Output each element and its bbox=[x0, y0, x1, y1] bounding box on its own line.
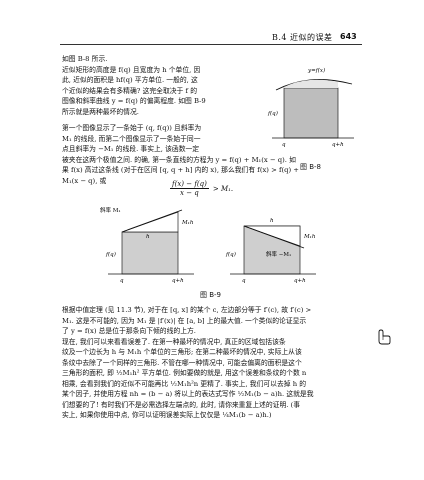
text-line: M₁. 这是不可能的, 因为 M₁ 是 |f′(x)| 在 [a, b] 上的最… bbox=[62, 316, 307, 325]
page-header: B.4 近似的误差 643 bbox=[0, 32, 424, 46]
slope-line bbox=[121, 209, 183, 233]
paragraph-3: 根据中值定理 (见 11.3 节), 对于在 [q, x] 的某个 c, 左边部… bbox=[62, 305, 314, 421]
text-line: 相乘, 会看到我们的近似不可能再比 ½M₁h²n 更精了. 事实上, 我们可以去… bbox=[62, 379, 307, 388]
text-line: 实上, 如果你使用中点, 你可以证明误差实际上仅仅是 ¼M₁(b − a)h.) bbox=[62, 411, 272, 419]
mh-label: M₁h bbox=[303, 234, 316, 240]
text-line: M₁(x − q), 或 bbox=[62, 176, 107, 185]
formula-numerator: f(x) − f(q) bbox=[170, 180, 209, 189]
h-label: h bbox=[270, 218, 274, 224]
figure-b8-caption: 图 B-8 bbox=[300, 163, 322, 171]
text-line: 此, 近似的面积是 hf(q) 平方单位. 一般的, 这 bbox=[62, 76, 198, 84]
running-title: B.4 近似的误差 bbox=[272, 33, 333, 42]
figure-b9-left: 斜率 M₁ h M₁h f(q) q q+h bbox=[100, 206, 194, 284]
tick-q-plus-h: q+h bbox=[294, 278, 306, 284]
tick-q: q bbox=[282, 142, 286, 148]
slope-line bbox=[243, 225, 305, 249]
hand-pointer-icon bbox=[378, 329, 391, 345]
text-line: 图像和斜率曲线 y = f(q) 的偏离程度. 如图 B-9 bbox=[62, 97, 206, 105]
text-line: 了 y = f(x) 总是位于那条向下倾的线的上方. bbox=[62, 327, 196, 335]
tick-q-plus-h: q+h bbox=[172, 278, 184, 284]
text-line: 条纹中去除了一个同样的三角形. 不管在哪一种情况中, 可能会偏离的面积是这个 bbox=[62, 358, 302, 367]
paragraph-1: 如图 B-8 所示. 近似矩形的高度是 f(q) 且宽度为 h 个单位, 因 此… bbox=[62, 54, 206, 117]
curve-label: y=f(x) bbox=[307, 67, 325, 74]
slope-label: 斜率 M₁ bbox=[100, 206, 121, 214]
height-label: f(q) bbox=[105, 251, 116, 258]
text-line: 第一个图像显示了一条始于 (q, f(q)) 且斜率为 bbox=[62, 124, 202, 132]
tick-q: q bbox=[120, 278, 124, 284]
height-label: f(q) bbox=[267, 110, 278, 117]
text-line: 点且斜率为 −M₁ 的线段. 事实上, 该函数一定 bbox=[62, 145, 200, 153]
h-label: h bbox=[146, 234, 150, 240]
text-line: 所示就是两种最坏的情况. bbox=[62, 107, 139, 116]
tick-q-plus-h: q+h bbox=[332, 142, 344, 148]
slope-label: 斜率 −M₁ bbox=[266, 250, 291, 258]
paragraph-2: 第一个图像显示了一条始于 (q, f(q)) 且斜率为 M₁ 的线段, 而第二个… bbox=[62, 123, 299, 186]
inequality-formula: f(x) − f(q) x − q > M₁. bbox=[170, 180, 233, 197]
header-rule bbox=[60, 44, 362, 45]
text-line: 纹及一个边长为 h 与 M₁h 个单位的三角形; 在第二种最坏的情况中, 实际上… bbox=[62, 348, 302, 356]
mh-label: M₁h bbox=[181, 220, 194, 226]
text-line: 三角形的面积, 即 ½M₁h² 平方单位. 例如要做的就是, 用这个误差和条纹的… bbox=[62, 369, 307, 377]
figure-b9-right: h M₁h 斜率 −M₁ f(q) q q+h bbox=[225, 218, 316, 284]
text-line: 根据中值定理 (见 11.3 节), 对于在 [q, x] 的某个 c, 左边部… bbox=[62, 306, 312, 314]
formula-rhs: > M₁. bbox=[212, 184, 234, 193]
text-line: 个近似的结果会有多精确? 这完全取决于 f 的 bbox=[62, 86, 197, 95]
height-label: f(q) bbox=[225, 251, 236, 258]
curve-fill bbox=[284, 79, 338, 88]
text-line: 们想要的了! 有时我们不是必需选择左端点的, 此时, 请你来重复上述的证明. (… bbox=[62, 400, 301, 409]
text-line: 被夹在这两个极值之间. 的确, 第一条直线的方程为 y = f(q) + M₁(… bbox=[62, 155, 296, 164]
text-line: 如图 B-8 所示. bbox=[62, 55, 108, 63]
approx-rectangle bbox=[283, 87, 339, 139]
text-line: 果 f(x) 高过这条线 (对于在区间 [q, q + h] 内的 x), 那么… bbox=[62, 166, 299, 174]
text-line: 现在, 我们可以来看看误差了. 在第一种最坏的情况中, 真正的区域包括该条 bbox=[62, 337, 286, 346]
tick-q: q bbox=[242, 278, 246, 284]
text-line: M₁ 的线段, 而第二个图像显示了一条始于同一 bbox=[62, 134, 201, 143]
text-line: 近似矩形的高度是 f(q) 且宽度为 h 个单位, 因 bbox=[62, 65, 201, 74]
figure-b9-caption: 图 B-9 bbox=[200, 291, 222, 299]
page-number: 643 bbox=[340, 32, 357, 41]
formula-denominator: x − q bbox=[180, 189, 199, 197]
strip-rectangle bbox=[121, 231, 179, 275]
text-line: 某个因子, 并使用方程 nh = (b − a) 将以上的表达式写作 ½M₁(b… bbox=[62, 390, 314, 398]
figure-b8: y=f(x) f(q) q q+h bbox=[267, 67, 354, 148]
